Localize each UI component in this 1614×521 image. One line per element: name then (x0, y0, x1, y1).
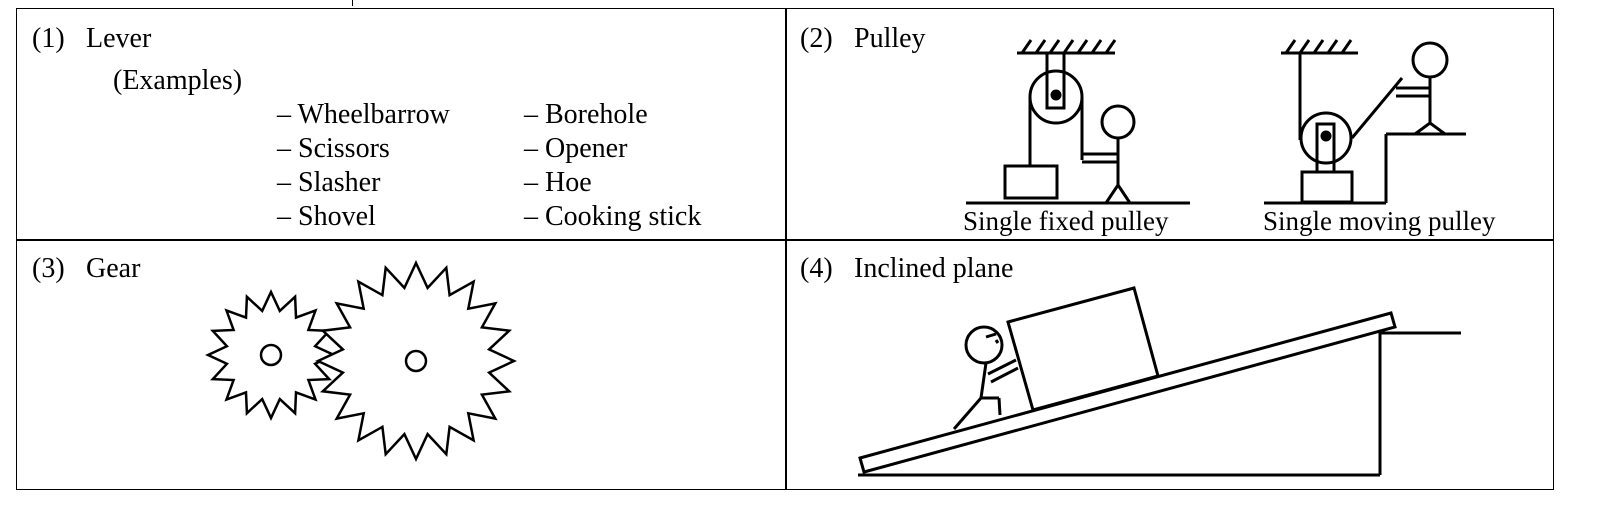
lever-number: (1) (32, 23, 65, 54)
lever-examples-heading: (Examples) (113, 65, 243, 96)
lever-example: – Cooking stick (524, 201, 702, 232)
gear-number: (3) (32, 253, 65, 284)
inclined-plane-number: (4) (800, 253, 833, 284)
lever-example: – Borehole (524, 99, 648, 130)
table-horizontal-divider (16, 239, 1554, 241)
lever-example: – Opener (524, 133, 628, 164)
large-gear (315, 260, 517, 462)
small-gear-axle (259, 343, 283, 367)
top-tick-mark (352, 0, 353, 6)
fixed-pulley-caption: Single fixed pulley (963, 206, 1169, 236)
lever-title: Lever (86, 23, 152, 54)
lever-example: – Hoe (524, 167, 592, 198)
lever-example: – Shovel (277, 201, 376, 232)
pulley-number: (2) (800, 23, 833, 54)
pulley-title: Pulley (854, 23, 926, 54)
small-gear (205, 289, 337, 421)
large-gear-axle (404, 349, 428, 373)
inclined-plane-title: Inclined plane (854, 253, 1014, 284)
lever-example: – Slasher (277, 167, 381, 198)
lever-example: – Scissors (277, 133, 390, 164)
gear-title: Gear (86, 253, 141, 284)
table-vertical-divider (785, 8, 787, 490)
moving-pulley-caption: Single moving pulley (1263, 206, 1496, 236)
lever-example: – Wheelbarrow (277, 99, 450, 130)
